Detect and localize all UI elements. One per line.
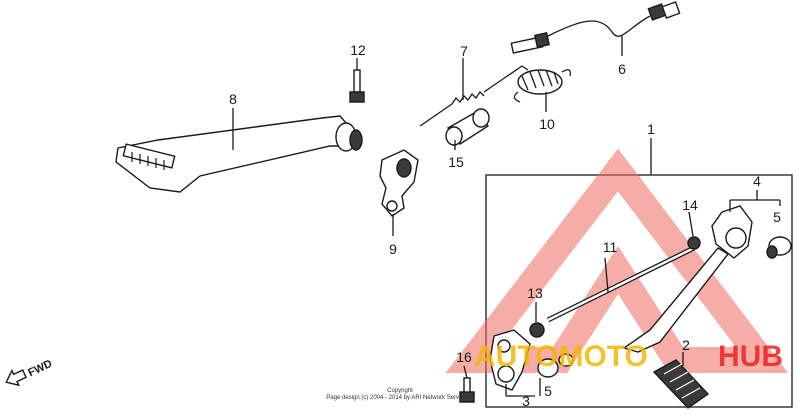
pedal-sleeve	[445, 108, 490, 146]
callout-3: 3	[522, 393, 530, 409]
callout-5-upper: 5	[773, 209, 781, 225]
fwd-label: FWD	[26, 358, 54, 379]
watermark-text-auto: AUTOMOTO	[474, 340, 648, 373]
leader-lines	[232, 36, 781, 397]
callout-2: 2	[682, 337, 690, 353]
bolt-12	[349, 69, 365, 103]
callout-8: 8	[229, 91, 237, 107]
assembly-box	[485, 174, 793, 408]
watermark-logo	[445, 148, 789, 373]
return-spring	[419, 65, 529, 127]
callout-6: 6	[618, 61, 626, 77]
copyright-line-2: Page design (c) 2004 - 2014 by ARI Netwo…	[326, 395, 469, 401]
shift-peg	[652, 359, 710, 409]
callout-12: 12	[350, 42, 366, 58]
watermark-wordmark: AUTOMOTO HUB	[474, 340, 783, 373]
callout-15: 15	[448, 154, 464, 170]
watermark-text-hub: HUB	[718, 340, 783, 373]
pivot-bracket	[379, 149, 419, 217]
callout-16: 16	[456, 349, 472, 365]
callout-5-lower: 5	[544, 383, 552, 399]
spring-10	[513, 69, 571, 103]
shift-arm-assembly	[459, 205, 792, 409]
callout-13: 13	[527, 285, 543, 301]
callout-7: 7	[460, 43, 468, 59]
callout-11: 11	[603, 239, 618, 255]
forward-direction-indicator: FWD	[5, 358, 54, 387]
brake-switch	[510, 1, 681, 54]
callout-10: 10	[539, 116, 555, 132]
brake-pedal	[115, 115, 363, 193]
callout-14: 14	[682, 197, 698, 213]
callout-labels: 8 12 7 6 10 15 9 1 4 5 14 11 13 2 16 3 5	[229, 42, 781, 409]
callout-4: 4	[753, 173, 761, 189]
callout-1: 1	[647, 121, 655, 137]
callout-9: 9	[389, 241, 397, 257]
copyright-line-1: Copyright	[387, 388, 413, 394]
